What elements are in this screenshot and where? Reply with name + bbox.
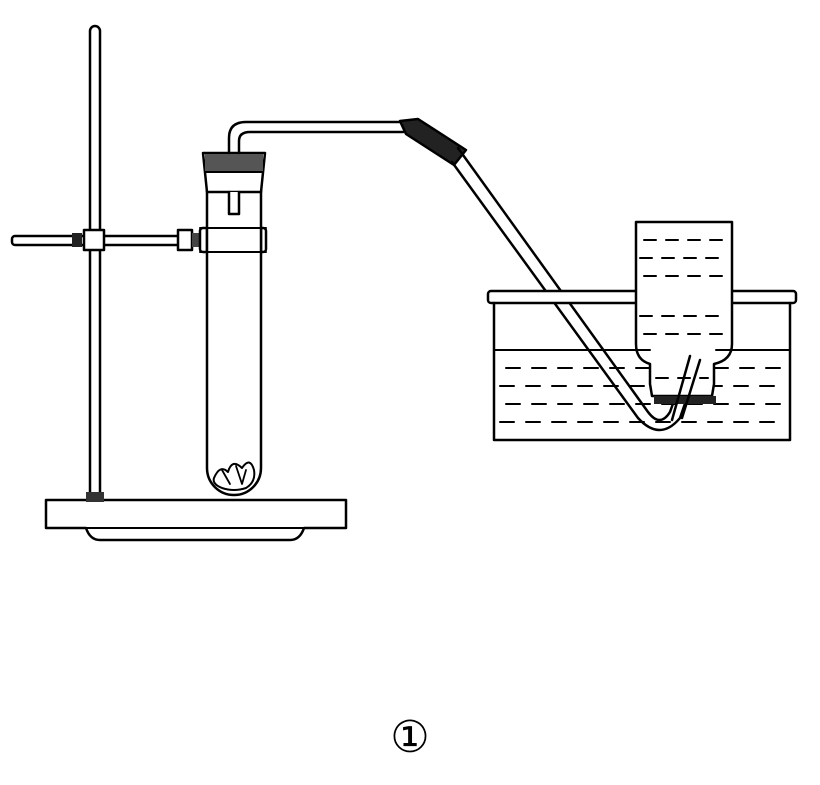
clamp-boss [82, 228, 106, 252]
delivery-tube [227, 117, 702, 432]
rubber-stopper [201, 151, 267, 216]
iron-stand [10, 24, 348, 542]
figure-label: ① [390, 712, 430, 763]
beehive-shelf [654, 396, 716, 404]
collecting-bottle [634, 220, 734, 398]
stand-base [44, 498, 348, 542]
clamp-arm [10, 234, 206, 247]
solid-reagent [212, 461, 256, 491]
rubber-connector [398, 117, 468, 167]
test-tube [199, 178, 267, 497]
stand-rod [88, 24, 102, 502]
water-lines [499, 367, 787, 423]
